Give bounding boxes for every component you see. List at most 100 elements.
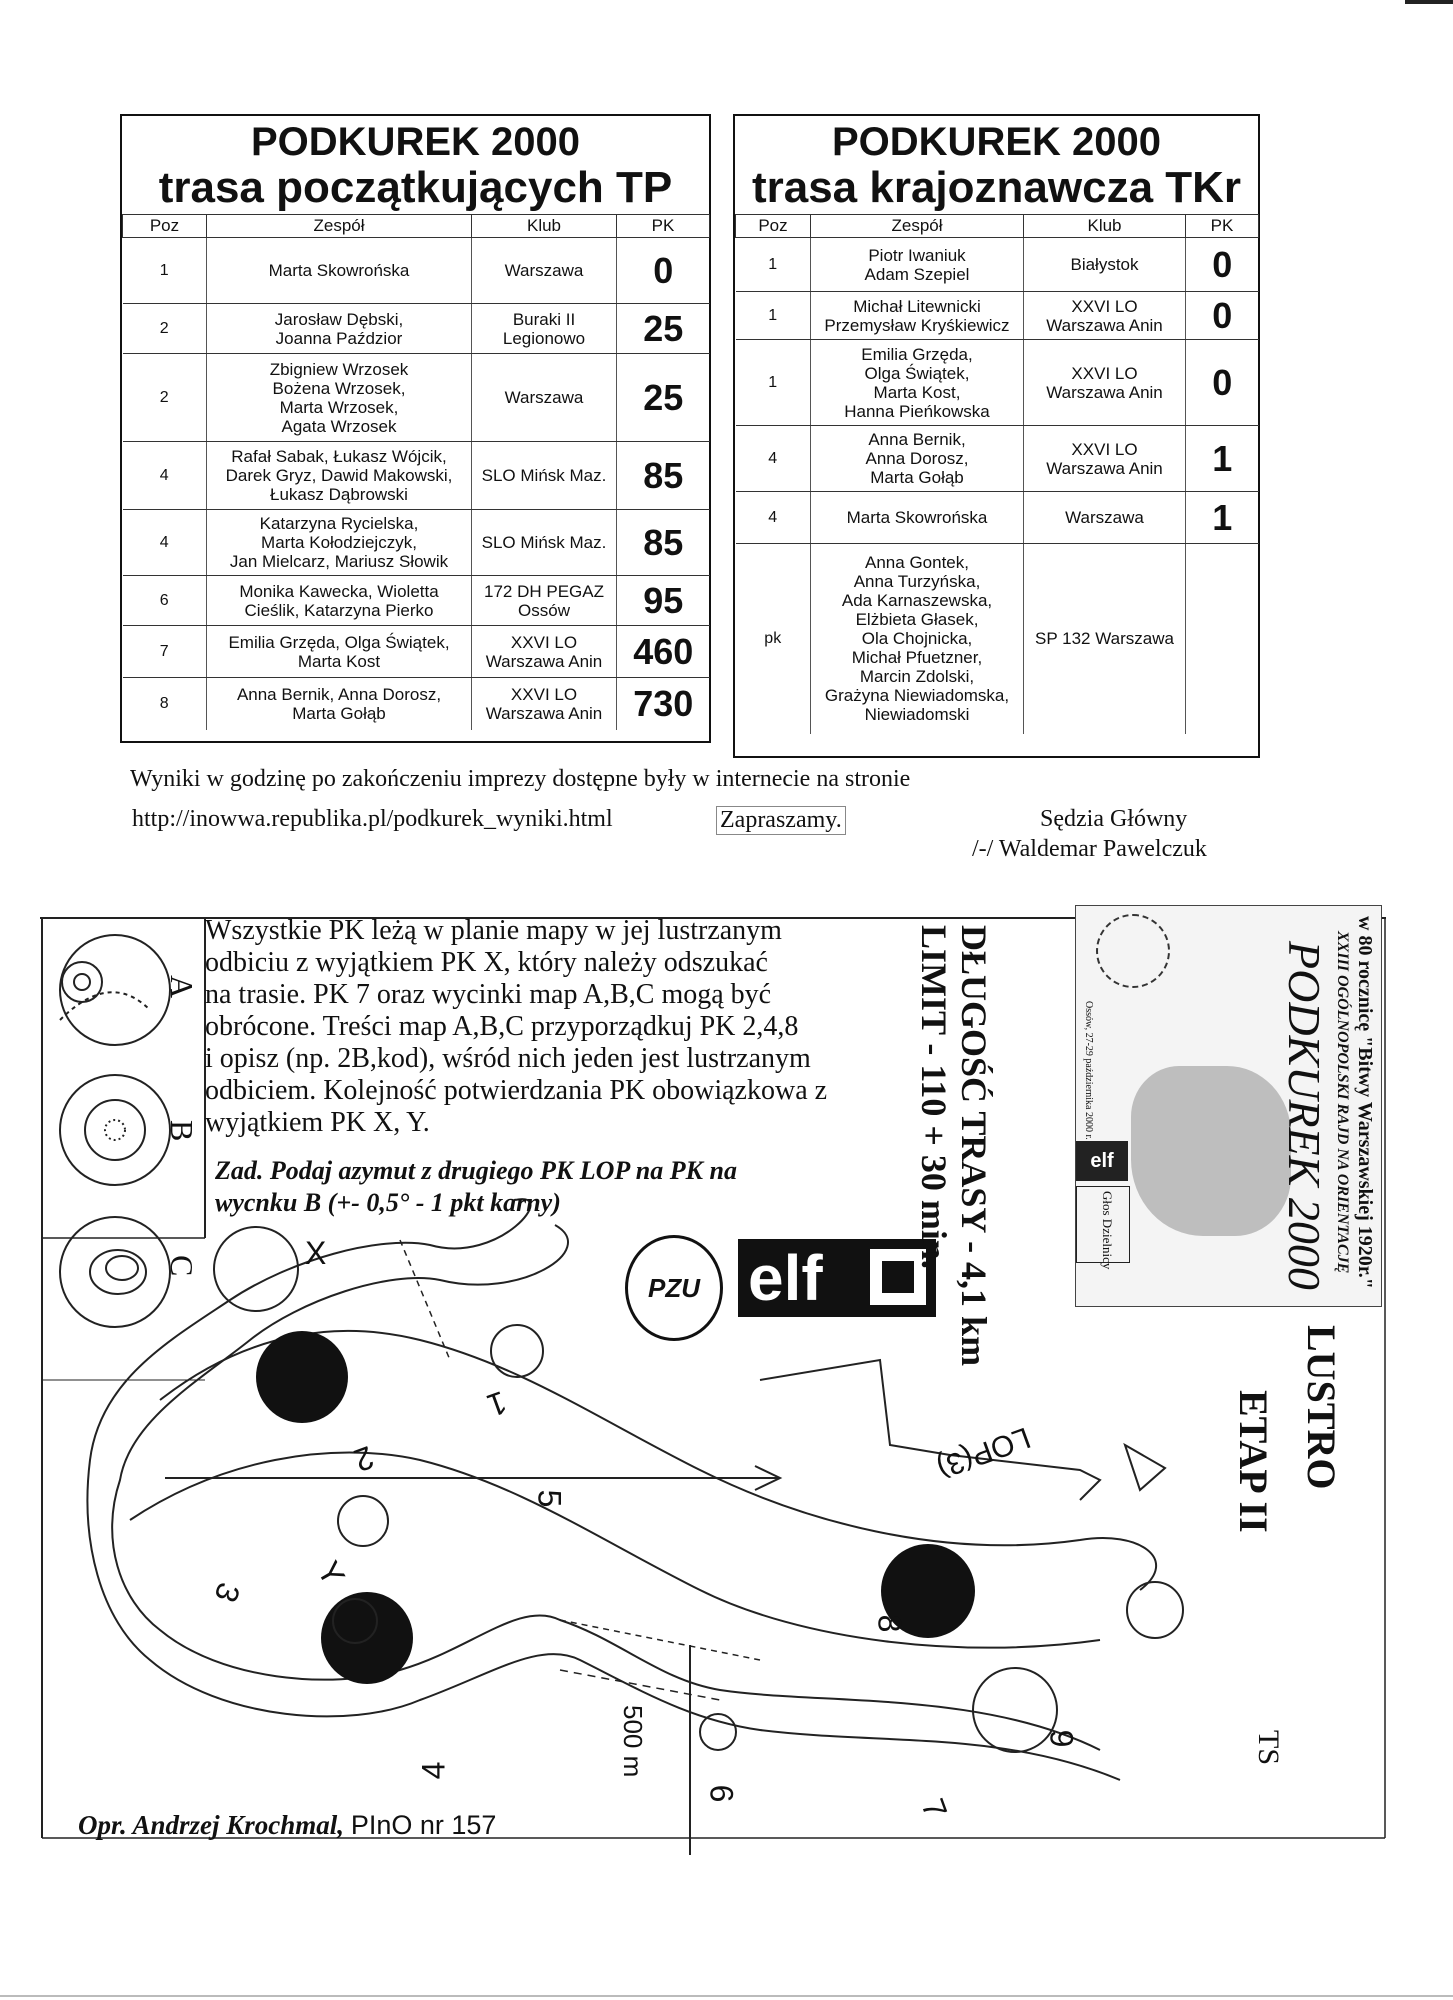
tp-header-row: Poz Zespół Klub PK: [122, 214, 710, 238]
map-strip-lower: [129, 1451, 1101, 1649]
table-row: 1 Emilia Grzęda, Olga Świątek, Marta Kos…: [735, 339, 1259, 426]
control-circle-7: [972, 1667, 1058, 1753]
row-poz: 4: [735, 491, 811, 544]
elf-logo-text: elf: [748, 1242, 823, 1314]
tkr-subtitle: trasa krajoznawcza TKr: [751, 163, 1242, 212]
blackout-circle-8: [881, 1544, 975, 1638]
tp-col-pk: PK: [616, 214, 710, 238]
row-club: Warszawa: [471, 237, 617, 304]
control-circle-6: [699, 1713, 737, 1751]
route-code: TS: [1252, 1730, 1285, 1766]
event-poster: w 80 rocznicę "Bitwy Warszawskiej 1920r.…: [1075, 905, 1382, 1307]
inset-c-contour: [89, 1249, 147, 1295]
row-team: Emilia Grzęda, Olga Świątek, Marta Kost: [206, 625, 472, 678]
map-strip-outer: [111, 1224, 1101, 1751]
row-team: Anna Bernik, Anna Dorosz, Marta Gołąb: [810, 425, 1024, 492]
row-team: Emilia Grzęda, Olga Świątek, Marta Kost,…: [810, 339, 1024, 426]
tkr-col-club: Klub: [1023, 214, 1186, 238]
row-club: 172 DH PEGAZ Ossów: [471, 575, 617, 626]
lop-line: [759, 1358, 1102, 1501]
row-poz: 6: [122, 575, 207, 626]
table-row: pk Anna Gontek, Anna Turzyńska, Ada Karn…: [735, 543, 1259, 734]
scan-edge-mark: [1405, 0, 1453, 4]
table-row: 6 Monika Kawecka, Wioletta Cieślik, Kata…: [122, 575, 710, 626]
credit-member: PInO nr 157: [350, 1810, 497, 1840]
results-header-tkr: PODKUREK 2000 trasa krajoznawcza TKr: [735, 122, 1258, 210]
row-poz: 8: [122, 677, 207, 730]
map-task: Zad. Podaj azymut z drugiego PK LOP na P…: [215, 1156, 737, 1217]
table-row: 8 Anna Bernik, Anna Dorosz, Marta Gołąb …: [122, 677, 710, 730]
row-club: XXVI LO Warszawa Anin: [471, 625, 617, 678]
tp-col-team: Zespół: [206, 214, 472, 238]
row-team: Marta Skowrońska: [810, 491, 1024, 544]
control-label-6: 6: [703, 1784, 740, 1803]
row-club: Buraki II Legionowo: [471, 303, 617, 354]
inset-b-circle: [59, 1074, 171, 1186]
results-header-tp: PODKUREK 2000 trasa początkujących TP: [122, 122, 709, 210]
credit-author: Opr. Andrzej Krochmal,: [78, 1810, 345, 1840]
table-row: 1 Piotr Iwaniuk Adam Szepiel Białystok 0: [735, 237, 1259, 292]
row-team: Piotr Iwaniuk Adam Szepiel: [810, 237, 1024, 292]
row-team: Jarosław Dębski, Joanna Paździor: [206, 303, 472, 354]
control-label-4: 4: [415, 1761, 452, 1780]
table-row: 4 Marta Skowrońska Warszawa 1: [735, 491, 1259, 544]
inset-label-b: B: [164, 1120, 200, 1142]
inset-c-circle: [59, 1216, 171, 1328]
row-poz: 1: [735, 237, 811, 292]
row-team: Katarzyna Rycielska, Marta Kołodziejczyk…: [206, 509, 472, 576]
row-club: XXVI LO Warszawa Anin: [1023, 425, 1186, 492]
poster-seal: [1096, 914, 1170, 988]
tkr-col-team: Zespół: [810, 214, 1024, 238]
blackout-circle-4: [321, 1592, 413, 1684]
row-pk: 0: [1185, 291, 1259, 340]
pzu-logo: PZU: [625, 1235, 723, 1341]
row-pk: 95: [616, 575, 710, 626]
control-label-9: 9: [1043, 1729, 1080, 1748]
row-poz: 7: [122, 625, 207, 678]
poster-event: XXIII OGÓLNOPOLSKI RAJD NA ORIENTACJĘ: [1334, 931, 1351, 1274]
row-team: Marta Skowrońska: [206, 237, 472, 304]
orienteering-map: [41, 918, 1386, 1855]
row-club: XXVI LO Warszawa Anin: [1023, 339, 1186, 426]
row-pk: 0: [616, 237, 710, 304]
control-circle-3-hint: [332, 1598, 378, 1644]
invite-text: Zapraszamy.: [716, 806, 846, 835]
control-label-x: X: [305, 1235, 327, 1271]
results-url[interactable]: http://inowwa.republika.pl/podkurek_wyni…: [132, 806, 613, 832]
route-limit: LIMIT - 110 + 30 min.: [914, 925, 954, 1269]
table-row: 2 Jarosław Dębski, Joanna Paździor Burak…: [122, 303, 710, 354]
map-strip-inner: [86, 1198, 1121, 1781]
row-team: Rafał Sabak, Łukasz Wójcik, Darek Gryz, …: [206, 441, 472, 510]
row-poz: 2: [122, 303, 207, 354]
row-team: Zbigniew Wrzosek Bożena Wrzosek, Marta W…: [206, 353, 472, 442]
control-label-8: 8: [871, 1614, 908, 1633]
judge-title: Sędzia Główny: [1040, 806, 1188, 832]
table-row: 4 Anna Bernik, Anna Dorosz, Marta Gołąb …: [735, 425, 1259, 492]
control-circle-y: [337, 1495, 389, 1547]
inset-c: [59, 1216, 171, 1328]
row-pk: 0: [1185, 237, 1259, 292]
tp-title: PODKUREK 2000: [250, 120, 580, 164]
row-poz: 4: [122, 509, 207, 576]
results-table-tp: PODKUREK 2000 trasa początkujących TP Po…: [120, 114, 711, 743]
tkr-table: Poz Zespół Klub PK 1 Piotr Iwaniuk Adam …: [735, 214, 1259, 734]
inset-b: [59, 1074, 171, 1186]
poster-paper-text: Głos Dzielnicy: [1100, 1191, 1115, 1270]
tp-subtitle: trasa początkujących TP: [158, 163, 673, 212]
control-label-5: 5: [531, 1489, 568, 1508]
poster-place: Ossów, 27-29 października 2000 r.: [1083, 1001, 1094, 1140]
tp-col-club: Klub: [471, 214, 617, 238]
tkr-col-pk: PK: [1185, 214, 1259, 238]
table-row: 4 Rafał Sabak, Łukasz Wójcik, Darek Gryz…: [122, 441, 710, 510]
row-pk: 25: [616, 303, 710, 354]
table-row: 4 Katarzyna Rycielska, Marta Kołodziejcz…: [122, 509, 710, 576]
results-table-tkr: PODKUREK 2000 trasa krajoznawcza TKr Poz…: [733, 114, 1260, 758]
inset-a-ring: [73, 973, 91, 991]
tp-col-poz: Poz: [122, 214, 207, 238]
map-instructions: Wszystkie PK leżą w planie mapy w jej lu…: [205, 915, 828, 1138]
row-club: Warszawa: [1023, 491, 1186, 544]
scale-label: 500 m: [618, 1705, 648, 1778]
blackout-circle-2: [256, 1331, 348, 1423]
inset-b-contour: [84, 1099, 146, 1161]
row-pk: 0: [1185, 339, 1259, 426]
